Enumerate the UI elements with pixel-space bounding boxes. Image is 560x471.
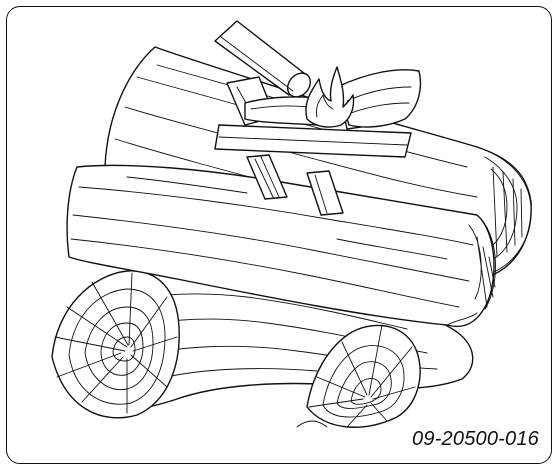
- figure-frame: 09-20500-016: [6, 6, 552, 464]
- igniter-tube: [214, 20, 312, 98]
- flames: [305, 66, 355, 128]
- end-grain-right: [296, 324, 421, 428]
- part-number-label: 09-20500-016: [412, 428, 539, 450]
- front-log: [66, 164, 496, 328]
- end-grain-left: [51, 270, 180, 419]
- log-set-illustration: [51, 20, 532, 428]
